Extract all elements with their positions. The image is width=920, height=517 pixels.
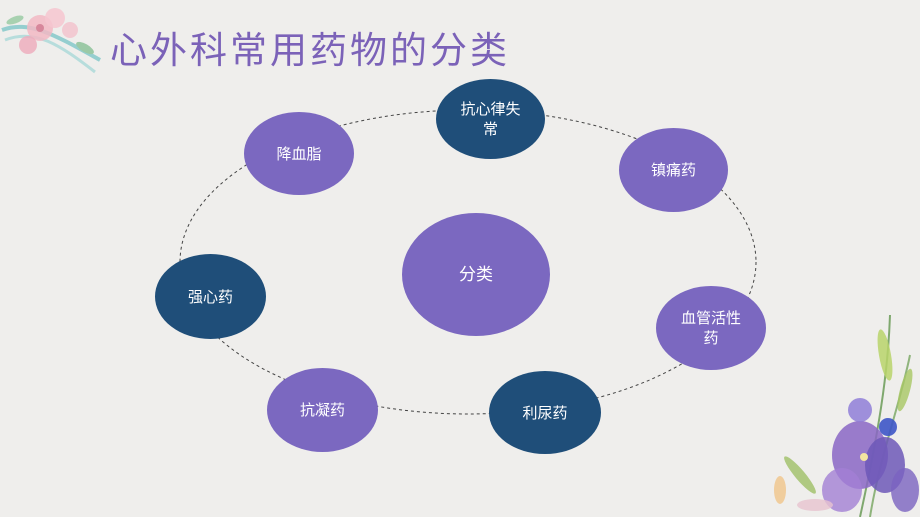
category-label: 血管活性药: [681, 309, 742, 347]
center-node: 分类: [402, 213, 550, 336]
floral-decoration-top-left: [1, 8, 101, 74]
category-label: 利尿药: [522, 403, 568, 422]
category-label: 抗凝药: [299, 401, 345, 419]
category-node-vasoactive: 血管活性药: [656, 286, 766, 370]
category-node-anticoagulant: 抗凝药: [267, 368, 378, 452]
category-node-cardiotonic: 强心药: [155, 254, 266, 339]
category-label: 强心药: [187, 287, 233, 306]
slide-title: 心外科常用药物的分类: [110, 29, 510, 72]
category-label: 抗心律失常: [460, 100, 521, 138]
category-label: 降血脂: [276, 144, 322, 163]
category-node-diuretic: 利尿药: [489, 371, 601, 454]
category-node-analgesic: 镇痛药: [619, 128, 728, 212]
category-node-lipid-lowering: 降血脂: [244, 112, 354, 195]
center-node-label: 分类: [459, 264, 493, 285]
category-label: 镇痛药: [650, 161, 696, 179]
floral-decoration-bottom-right: [774, 315, 919, 517]
category-node-antiarrhythmic: 抗心律失常: [436, 79, 545, 159]
